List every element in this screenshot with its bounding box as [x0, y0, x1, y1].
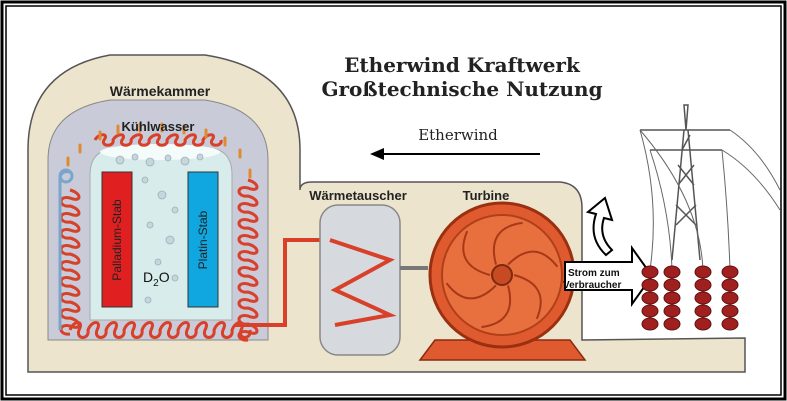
turbine-base: [418, 339, 587, 361]
power-lines: [639, 129, 781, 271]
title-line1: Etherwind Kraftwerk: [344, 53, 581, 77]
etherwind-label: Etherwind: [418, 126, 498, 144]
insulators: [641, 265, 739, 331]
coolant-label: Kühlwasser: [122, 119, 195, 134]
heavy-water-label: D2O: [143, 269, 170, 289]
cold-pipe-loop: [58, 168, 74, 184]
exchanger-coil: [329, 238, 397, 327]
title-line2: Großtechnische Nutzung: [321, 77, 602, 101]
water-surface: [100, 144, 220, 160]
turbine-label: Turbine: [463, 188, 510, 203]
hot-pipe: [235, 238, 330, 327]
heat-exchanger-label: Wärmetauscher: [309, 188, 407, 203]
output-label-line2: Verbraucher: [563, 280, 621, 291]
arrow-right-icon: [564, 244, 654, 308]
output-label-line1: Strom zum: [568, 268, 620, 279]
platinum-rod-label: Platin-Stab: [196, 210, 210, 269]
chamber-label: Wärmekammer: [110, 83, 211, 99]
platinum-rod: [187, 171, 219, 308]
curved-arrow-up-icon: [585, 196, 614, 257]
heating-coil: [59, 133, 259, 342]
arrow-left-icon: [370, 148, 540, 160]
bubbles: [115, 153, 204, 304]
turbine-blades: [445, 221, 559, 329]
palladium-rod: [101, 171, 133, 308]
heat-flames: [66, 122, 252, 179]
palladium-rod-label: Palladium-Stab: [110, 199, 124, 281]
inner-frame: [5, 5, 782, 396]
power-pylon-icon: [640, 104, 730, 261]
heat-exchanger: [319, 204, 401, 356]
turbine-hub: [491, 264, 513, 286]
